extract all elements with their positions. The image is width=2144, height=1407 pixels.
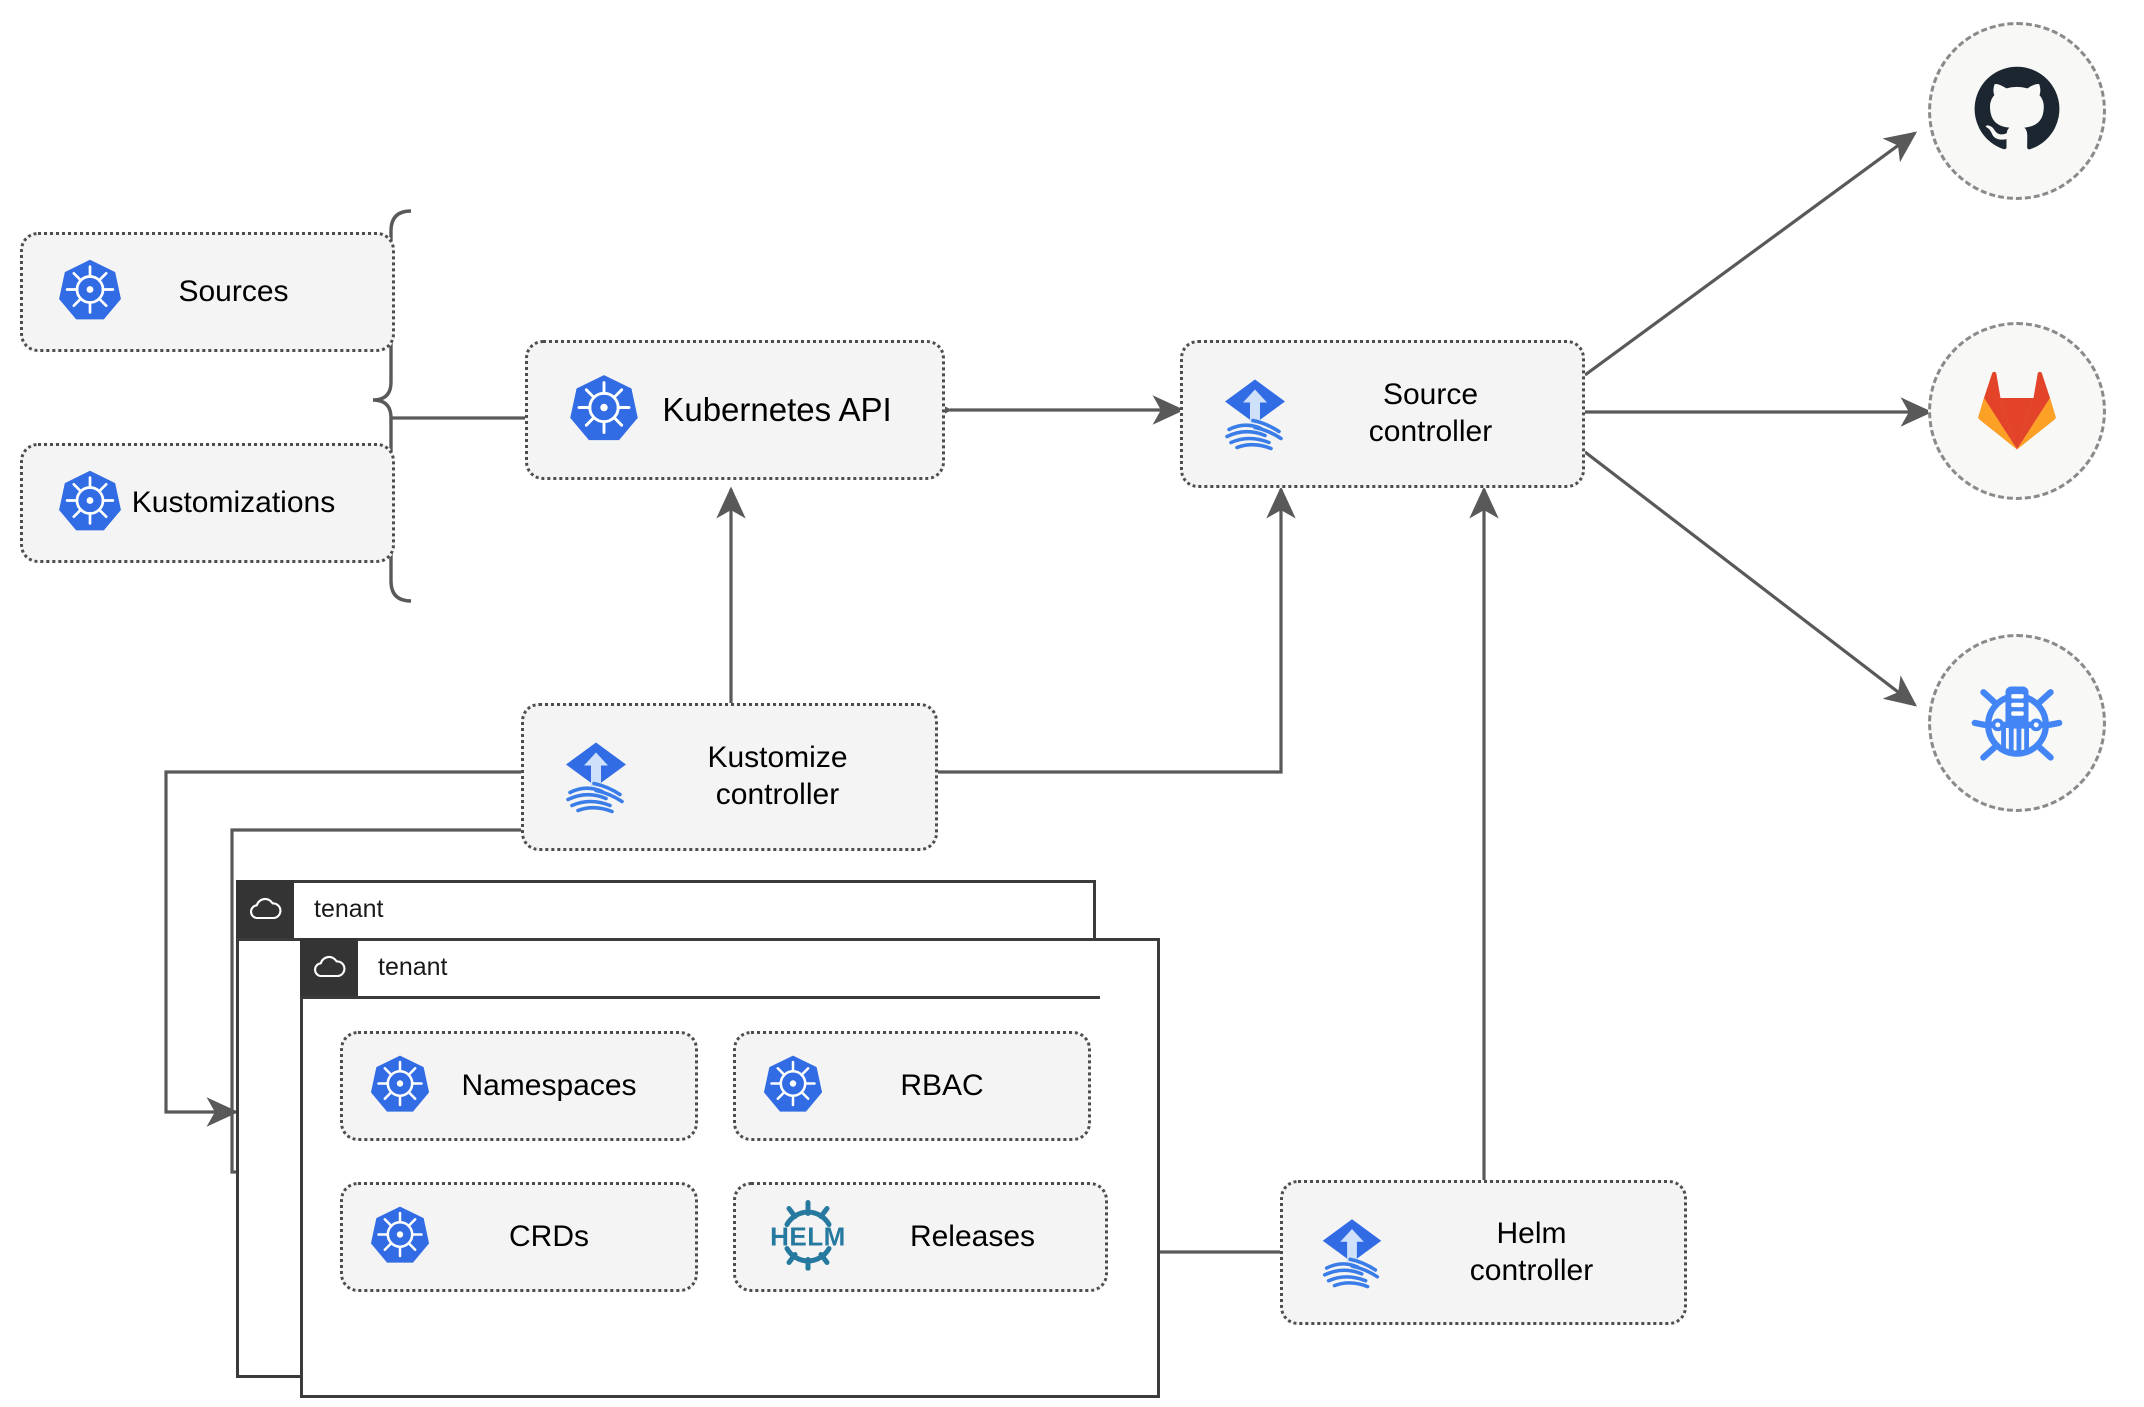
cloud-icon <box>300 938 358 996</box>
node-releases[interactable]: HELM Releases <box>733 1182 1108 1292</box>
tenant-inner[interactable]: tenant <box>300 938 1160 1398</box>
flux-icon <box>1313 1211 1391 1294</box>
node-crds[interactable]: CRDs <box>340 1182 698 1292</box>
kubernetes-icon <box>369 1204 431 1271</box>
kubernetes-icon <box>762 1053 824 1120</box>
node-label: Kustomize controller <box>707 741 848 811</box>
tenant-label: tenant <box>378 953 448 981</box>
endpoint-harbor[interactable] <box>1928 634 2106 812</box>
node-rbac[interactable]: RBAC <box>733 1031 1091 1141</box>
node-kustomize-controller[interactable]: Kustomize controller <box>521 703 938 851</box>
node-namespaces[interactable]: Namespaces <box>340 1031 698 1141</box>
node-source-controller[interactable]: Source controller <box>1180 340 1585 488</box>
kubernetes-icon <box>57 468 123 539</box>
svg-text:HELM: HELM <box>770 1222 846 1252</box>
flux-icon <box>1215 372 1295 457</box>
tenant-label: tenant <box>314 895 384 923</box>
node-label: Kustomizations <box>131 485 336 519</box>
node-helm-controller[interactable]: Helm controller <box>1280 1180 1687 1325</box>
tenant-outer-tab: tenant <box>236 880 1036 938</box>
helm-icon: HELM <box>760 1199 856 1276</box>
github-icon <box>1969 61 2065 162</box>
tenant-inner-tab: tenant <box>300 938 1100 996</box>
node-label: Releases <box>909 1219 1036 1253</box>
node-label: Sources <box>178 274 289 308</box>
cloud-icon <box>236 880 294 938</box>
node-kubernetes-api[interactable]: Kubernetes API <box>525 340 945 480</box>
kubernetes-icon <box>568 372 640 449</box>
harbor-icon <box>1969 673 2065 774</box>
endpoint-github[interactable] <box>1928 22 2106 200</box>
node-label: CRDs <box>509 1219 589 1253</box>
endpoint-gitlab[interactable] <box>1928 322 2106 500</box>
node-sources[interactable]: Sources <box>20 232 395 352</box>
node-label: RBAC <box>900 1068 984 1102</box>
kubernetes-icon <box>369 1053 431 1120</box>
node-label: Source controller <box>1368 378 1493 448</box>
node-label: Helm controller <box>1469 1216 1594 1287</box>
flux-icon <box>556 735 636 820</box>
kubernetes-icon <box>57 257 123 328</box>
gitlab-icon <box>1971 365 2063 458</box>
node-label: Kubernetes API <box>662 390 892 428</box>
node-kustomizations[interactable]: Kustomizations <box>20 443 395 563</box>
node-label: Namespaces <box>461 1068 637 1102</box>
